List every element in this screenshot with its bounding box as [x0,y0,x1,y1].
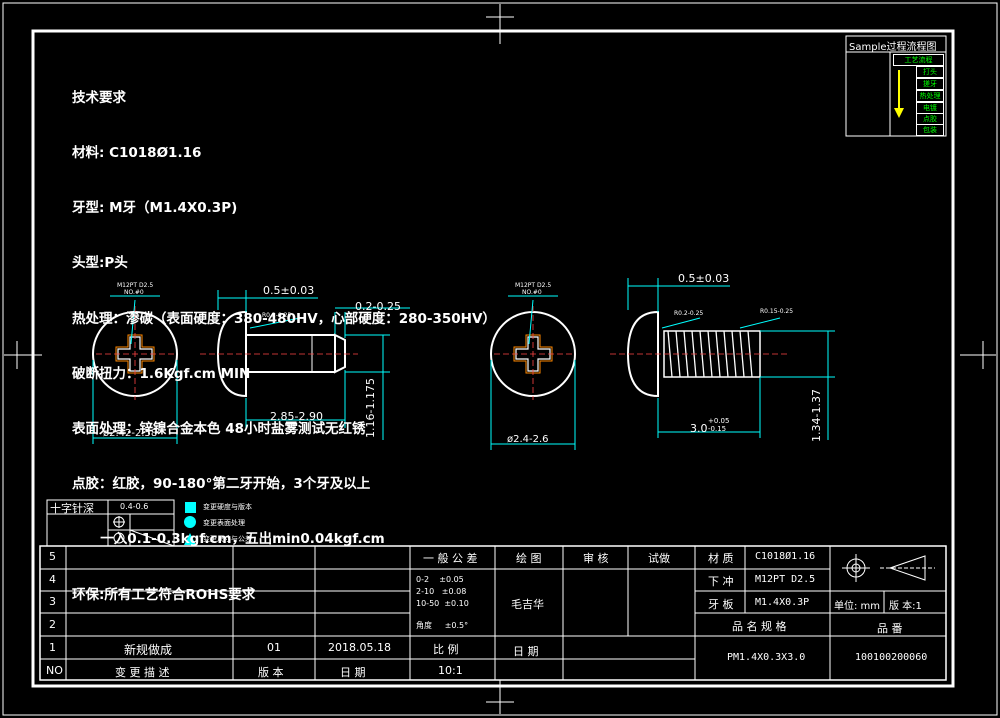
material-label: 材 质 [708,552,734,565]
scale-value: 10:1 [438,664,463,677]
process-title: Sample过程流程图 [849,42,937,53]
head-height-dim: 0.5±0.03 [678,272,730,285]
date-label: 日 期 [513,645,539,658]
thread-radius-dim: R0.15-0.25 [760,308,794,315]
approve-label: 试做 [648,552,670,565]
rev-no: 3 [49,595,56,608]
unit-label: 单位: mm [834,601,881,612]
check-label: 审 核 [583,552,609,565]
requirement-line: 材料: C1018Ø1.16 [72,145,202,162]
requirement-line: 头型:P头 [72,255,128,272]
length-dim: 2.85-2.90 [270,410,323,423]
tolerance-line: 2-10 ±0.08 [416,587,467,596]
legend-item: 变更硬度与版本 [203,503,252,511]
requirement-line: 破断扭力：1.6Kgf.cm MIN [72,365,251,382]
requirement-line: 牙型: M牙（M1.4X0.3P) [72,200,238,217]
requirement-line: 热处理：渗碳（表面硬度：380-480HV，心部硬度：280-350HV） [72,310,496,327]
requirements-block: 技术要求 材料: C1018Ø1.16 牙型: M牙（M1.4X0.3P) 头型… [72,52,496,622]
rev-desc: 新规做成 [124,643,173,657]
rev-no: 1 [49,641,56,654]
side-view-1 [200,290,410,440]
chamfer-dim: 0.2-0.25 [355,300,401,313]
shank-dim: 1.16-1.175 [364,378,377,438]
process-flow-box [845,35,947,137]
major-diameter-dim: 1.34-1.37 [810,389,823,442]
tolerance-title: 一 般 公 差 [423,552,478,565]
tolerance-line: 0-2 ±0.05 [416,575,464,584]
head-diameter-dim: ø2.42-2.58 [103,428,158,439]
tolerance-plus: +0.05 [708,417,730,425]
process-step: 打头 [916,66,944,78]
rev-no: 2 [49,618,56,631]
drawn-value: 毛吉华 [511,598,544,611]
number-label: NO.#0 [522,289,542,296]
header-no: NO [46,664,63,677]
head-height-dim: 0.5±0.03 [263,284,315,297]
header-version: 版 本 [258,666,284,679]
process-step: 搓牙 [916,78,944,90]
part-label: 品 番 [877,622,903,635]
tolerance-angle: 角度 ±0.5° [416,621,469,630]
drawn-label: 绘 图 [516,552,542,565]
thread-length-dim: 3.0 [690,422,708,435]
thread-label: 牙 板 [708,598,734,611]
side-view-2 [610,278,835,440]
process-step: 热处理 [916,90,944,102]
requirement-line: 点胶：红胶，90-180°第二牙开始，3个牙及以上 [72,476,371,493]
material-value: C1018Ø1.16 [755,551,816,562]
process-step: 工艺流程 [893,54,944,66]
punch-label: M12PT D2.5 [117,282,154,289]
requirements-title: 技术要求 [72,89,126,106]
tolerance-minus: -0.15 [708,425,727,433]
spec-label: 品 名 规 格 [732,620,787,633]
requirement-line: 一入0.1-0.3kgf.cm，五出min0.04kgf.cm [72,531,385,548]
requirement-line: 表面处理：锌镍合金本色 48小时盐雾测试无红锈 [72,421,366,438]
tolerance-line: 10-50 ±0.10 [416,599,469,608]
fillet-dim: R0.2-0.25 [262,312,292,319]
cross-depth-label: 十字针深 [50,502,94,515]
requirement-line: 环保:所有工艺符合ROHS要求 [72,586,256,603]
legend-item: 变更表面处理 [203,519,245,527]
head-view-2 [490,295,576,450]
centering-marks [4,4,996,714]
inner-frame [31,29,955,688]
rev-date: 2018.05.18 [328,641,391,654]
spec-value: PM1.4X0.3X3.0 [727,652,806,663]
punch-label: M12PT D2.5 [515,282,552,289]
cross-depth-value: 0.4-0.6 [120,502,149,511]
header-desc: 变 更 描 述 [115,666,170,679]
legend-box [46,499,196,547]
punch-value: M12PT D2.5 [755,574,816,585]
rev-version: 01 [267,641,281,654]
head-view-1 [92,295,178,444]
projection-symbol [842,554,935,582]
thread-value: M1.4X0.3P [755,597,810,608]
rev-no: 5 [49,550,56,563]
version-label: 版 本:1 [889,601,922,612]
process-step: 包装 [916,124,944,136]
title-block-grid [39,545,947,681]
number-label: NO.#0 [124,289,144,296]
rev-no: 4 [49,573,56,586]
scale-label: 比 例 [433,643,459,656]
legend-item: 变更尺寸与公差 [203,535,252,543]
part-value: 100100200060 [855,652,928,663]
fillet-dim: R0.2-0.25 [674,310,704,317]
header-date: 日 期 [340,666,366,679]
head-diameter-dim: ø2.4-2.6 [507,434,549,445]
punch-label: 下 冲 [708,575,734,588]
